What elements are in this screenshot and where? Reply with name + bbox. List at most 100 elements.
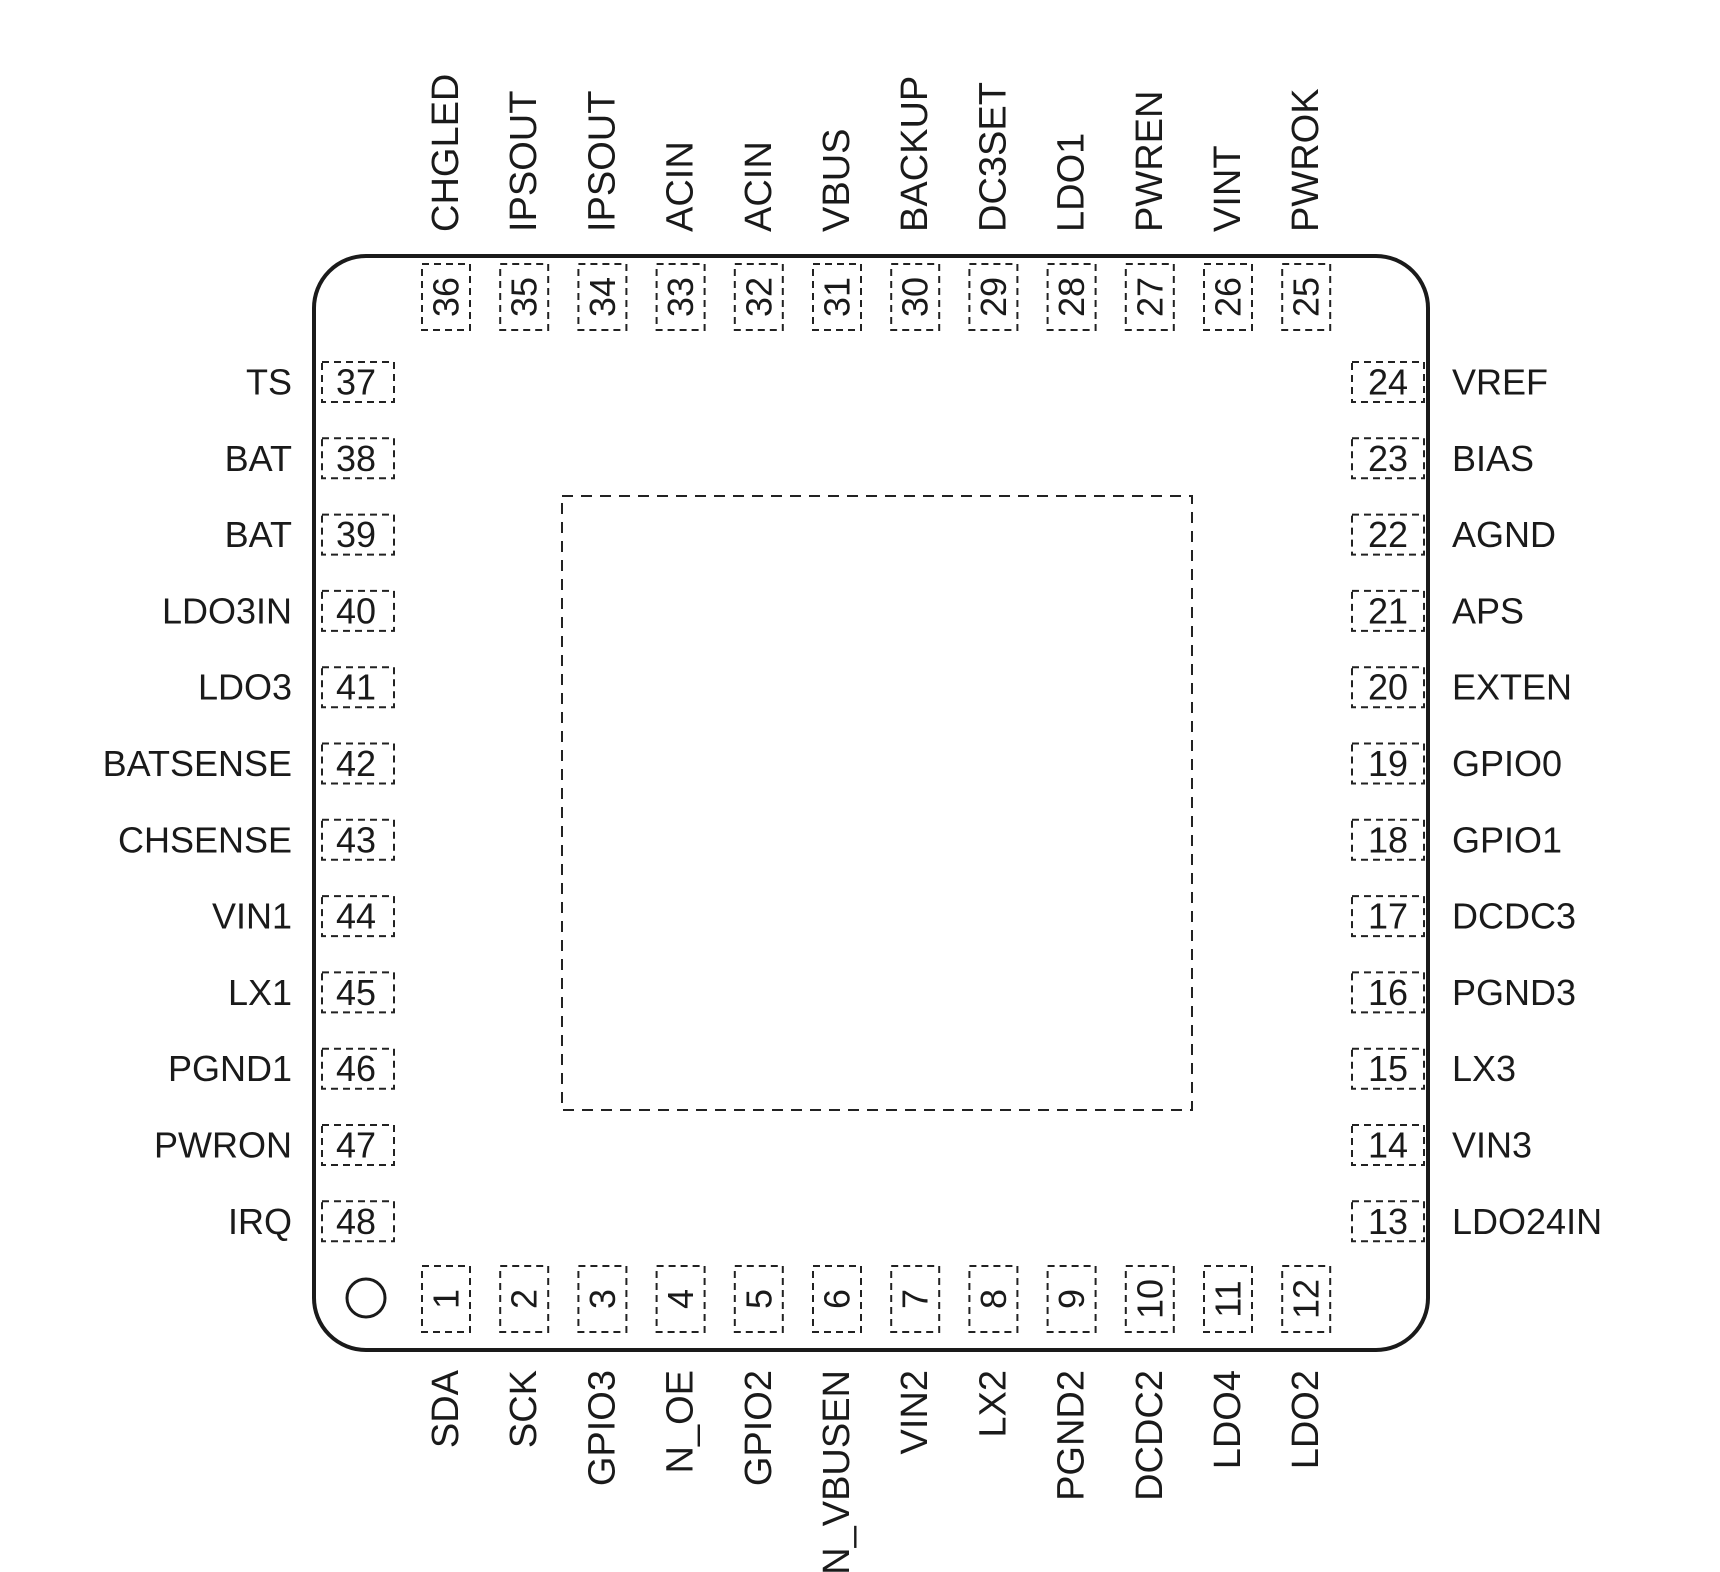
pin-label: BATSENSE xyxy=(103,743,292,784)
pin-label: ACIN xyxy=(660,141,702,232)
pin-number: 40 xyxy=(336,590,376,631)
pin-box xyxy=(1351,1200,1425,1243)
pin-box xyxy=(655,1265,706,1333)
pin-label: LDO3IN xyxy=(162,590,292,631)
pin-number: 42 xyxy=(336,743,376,784)
pin-number: 10 xyxy=(1129,1279,1170,1319)
pin-42: 42 BATSENSE xyxy=(103,742,395,785)
pin-38: 38 BAT xyxy=(225,437,395,480)
pin-box xyxy=(1351,1047,1425,1090)
pin-label: IRQ xyxy=(228,1201,292,1242)
pin-number: 27 xyxy=(1129,277,1170,317)
pin-box xyxy=(499,263,550,331)
pin-number: 8 xyxy=(973,1289,1014,1309)
pin-box xyxy=(1351,742,1425,785)
pin-number: 47 xyxy=(336,1125,376,1166)
pin-box xyxy=(1351,437,1425,480)
pin-number: 44 xyxy=(336,896,376,937)
pin-box xyxy=(1351,666,1425,709)
pin-number: 39 xyxy=(336,514,376,555)
pin-box xyxy=(890,263,941,331)
pin-box xyxy=(499,1265,550,1333)
pin-number: 6 xyxy=(817,1289,858,1309)
pin-label: BAT xyxy=(225,438,292,479)
pin-label: LX3 xyxy=(1452,1048,1516,1089)
pin-26: 26 VINT xyxy=(1203,145,1253,331)
pin-number: 33 xyxy=(660,277,701,317)
pin-box xyxy=(321,589,395,632)
pin-label: ACIN xyxy=(738,141,780,232)
pin-number: 13 xyxy=(1368,1201,1408,1242)
pin-box xyxy=(577,1265,628,1333)
pin-40: 40 LDO3IN xyxy=(162,589,395,632)
pin-box xyxy=(321,437,395,480)
pin-label: DCDC2 xyxy=(1129,1370,1171,1501)
pin-36: 36 CHGLED xyxy=(421,74,471,331)
pin-box xyxy=(1351,1124,1425,1166)
pin-label: BACKUP xyxy=(894,76,936,232)
pin-box xyxy=(1203,263,1253,331)
pin-label: DCDC3 xyxy=(1452,896,1576,937)
pin-number: 21 xyxy=(1368,590,1408,631)
pin-number: 5 xyxy=(738,1289,779,1309)
pin-label: CHGLED xyxy=(425,74,467,232)
pin-box xyxy=(1351,895,1425,938)
pin-box xyxy=(321,742,395,785)
pin-number: 14 xyxy=(1368,1125,1408,1166)
pin-box xyxy=(812,1265,862,1333)
pin-label: SCK xyxy=(503,1370,545,1448)
pin-number: 9 xyxy=(1051,1289,1092,1309)
pin-label: LX2 xyxy=(972,1370,1014,1438)
pin-number: 41 xyxy=(336,667,376,708)
pin-number: 45 xyxy=(336,972,376,1013)
pin-number: 26 xyxy=(1208,277,1249,317)
pin-label: VIN1 xyxy=(212,896,292,937)
pin-number: 23 xyxy=(1368,438,1408,479)
pin-label: BIAS xyxy=(1452,438,1534,479)
pin-label: PGND2 xyxy=(1051,1370,1093,1501)
pin-number: 4 xyxy=(660,1289,701,1309)
pin-label: VINT xyxy=(1207,145,1249,232)
pins: 1SDA2SCK3GPIO34N_OE5GPIO26N_VBUSEN7VIN28… xyxy=(103,74,1602,1572)
pin-number: 17 xyxy=(1368,896,1408,937)
pin-number: 24 xyxy=(1368,362,1408,403)
pin-number: 20 xyxy=(1368,667,1408,708)
pin-number: 38 xyxy=(336,438,376,479)
pin-6: 6N_VBUSEN xyxy=(812,1265,862,1572)
pin-box xyxy=(1351,818,1425,861)
pin-label: LDO4 xyxy=(1207,1370,1249,1469)
pin-box xyxy=(321,666,395,709)
pin-label: PGND1 xyxy=(168,1048,292,1089)
pin-label: VIN3 xyxy=(1452,1125,1532,1166)
pin-label: PWRON xyxy=(154,1125,292,1166)
pin-box xyxy=(321,361,395,403)
pin-number: 36 xyxy=(426,277,467,317)
pin-number: 37 xyxy=(336,362,376,403)
pin-box xyxy=(655,263,706,331)
pin-box xyxy=(733,263,784,331)
pin-label: LDO2 xyxy=(1285,1370,1327,1469)
pin-box xyxy=(1351,361,1425,403)
pin-label: SDA xyxy=(425,1369,467,1448)
pin-label: GPIO0 xyxy=(1452,743,1562,784)
pin-label: IPSOUT xyxy=(581,91,623,232)
pin-box xyxy=(421,1265,471,1333)
pin-label: BAT xyxy=(225,514,292,555)
pin-label: PWROK xyxy=(1285,88,1327,232)
pin-number: 29 xyxy=(973,277,1014,317)
pin-23: 23 BIAS xyxy=(1351,437,1534,480)
pin-box xyxy=(968,1265,1019,1333)
pin-label: VBUS xyxy=(816,129,858,232)
